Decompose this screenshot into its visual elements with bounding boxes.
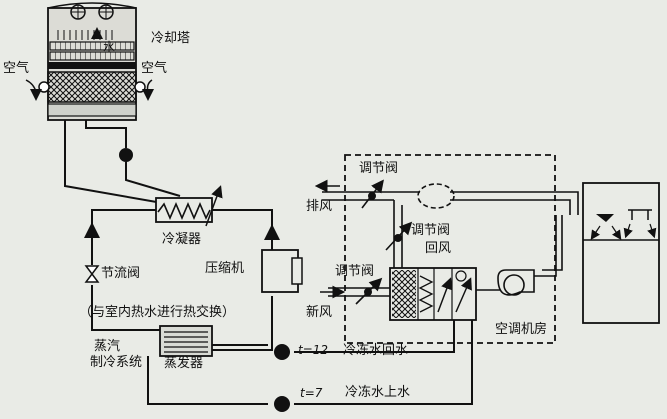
condenser — [155, 185, 223, 227]
chilled-return-label: 冷冻水回水 — [343, 343, 409, 358]
fresh-air-label: 新风 — [306, 305, 333, 320]
damper-top-label: 调节阀 — [359, 161, 399, 176]
fresh-air-duct — [320, 285, 390, 299]
exhaust-air-label: 排风 — [306, 199, 333, 214]
air-right-label: 空气 — [141, 61, 168, 76]
condenser-label: 冷凝器 — [162, 232, 202, 247]
chilled-water-pumps — [274, 344, 290, 412]
throttle-valve-icon — [84, 265, 100, 283]
compressor-label: 压缩机 — [205, 261, 245, 276]
heat-exchange-note: （与室内热水进行热交换） — [79, 305, 236, 320]
return-air-label: 回风 — [425, 241, 452, 256]
damper-mid-icon — [385, 221, 413, 251]
return-temp-label: t=12 — [298, 343, 329, 357]
evaporator — [159, 325, 213, 357]
chilled-water-lines — [147, 318, 473, 405]
tower-water-label: 水 — [103, 40, 116, 54]
exhaust-duct — [314, 179, 579, 270]
ahu-room-boundary — [344, 154, 556, 344]
conditioned-room — [582, 182, 660, 324]
damper-fresh-label: 调节阀 — [335, 264, 375, 279]
cooling-tower-label: 冷却塔 — [151, 31, 191, 46]
cooling-tower — [25, 2, 154, 121]
chilled-supply-label: 冷冻水上水 — [345, 385, 411, 400]
compressor — [261, 249, 303, 293]
throttle-valve-label: 节流阀 — [101, 266, 141, 281]
supply-fan — [476, 215, 563, 296]
air-left-label: 空气 — [3, 61, 30, 76]
air-handling-unit — [389, 267, 477, 321]
damper-fresh-icon — [355, 277, 383, 305]
supply-temp-label: t=7 — [300, 386, 323, 400]
refrigerant-loop — [84, 209, 280, 351]
refrigeration-label-line2: 制冷系统 — [90, 355, 143, 370]
damper-mid-label: 调节阀 — [411, 223, 451, 238]
cooling-water-loop — [64, 120, 181, 205]
ahu-room-label: 空调机房 — [495, 322, 548, 337]
evaporator-label: 蒸发器 — [164, 356, 204, 371]
refrigeration-label-line1: 蒸汽 — [94, 339, 121, 354]
damper-top-icon — [361, 179, 384, 209]
